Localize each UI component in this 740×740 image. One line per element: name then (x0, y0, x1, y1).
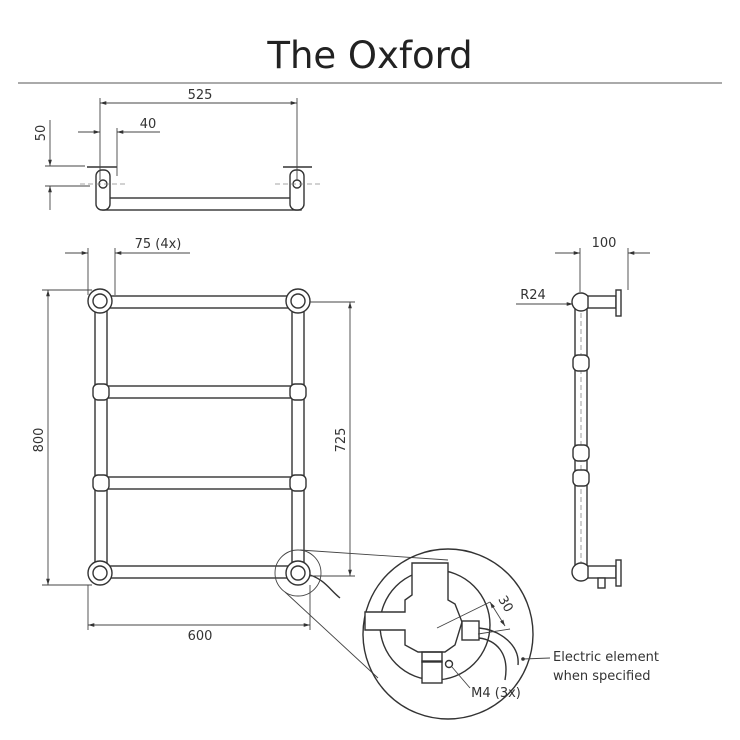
dim-525: 525 (188, 88, 213, 103)
dim-600: 600 (188, 629, 213, 644)
dim-r24: R24 (520, 288, 546, 303)
side-view: 100 R24 (516, 236, 650, 589)
dim-800: 800 (32, 428, 47, 453)
label-electric-element-line2: when specified (553, 669, 650, 684)
dim-725: 725 (334, 428, 349, 453)
detail-view: 30 M4 (3x) Electric element when specifi… (284, 548, 659, 720)
dim-100: 100 (592, 236, 617, 251)
top-view: 525 40 50 (34, 88, 320, 211)
dim-50: 50 (34, 125, 49, 142)
drawing-title: The Oxford (267, 34, 473, 77)
dim-30: 30 (494, 593, 515, 615)
label-m4-3x: M4 (3x) (471, 686, 521, 701)
dim-40: 40 (140, 117, 157, 132)
front-view: 75 (4x) 800 725 600 (32, 237, 355, 644)
dim-75-4x: 75 (4x) (135, 237, 182, 252)
label-electric-element-line1: Electric element (553, 650, 659, 665)
